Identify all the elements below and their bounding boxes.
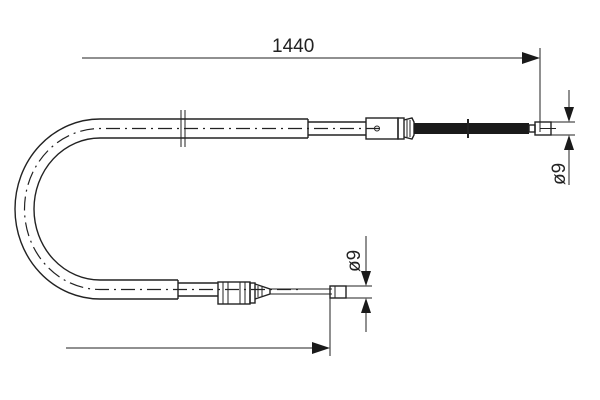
lower-reference-dimension [66,298,331,356]
length-arrow-head-icon [522,52,540,64]
arrow-up-icon [564,135,574,150]
lower-diameter-label: ø9 [344,250,365,272]
upper-diameter-dimension: ø9 [549,90,575,185]
length-dimension: 1440 [82,36,541,132]
arrow-down-icon [564,107,574,122]
upper-end-fitting [308,117,556,140]
lower-end-fitting [178,281,347,305]
lower-diameter-dimension: ø9 [344,236,372,332]
lower-end-nipple [329,285,347,299]
arrow-down-icon [361,271,371,286]
arrow-up-icon [361,298,371,313]
arrow-right-icon [312,342,330,354]
threaded-rod [414,123,529,134]
upper-diameter-label: ø9 [549,163,570,185]
cable-sheath [14,110,380,300]
length-value: 1440 [272,36,314,57]
